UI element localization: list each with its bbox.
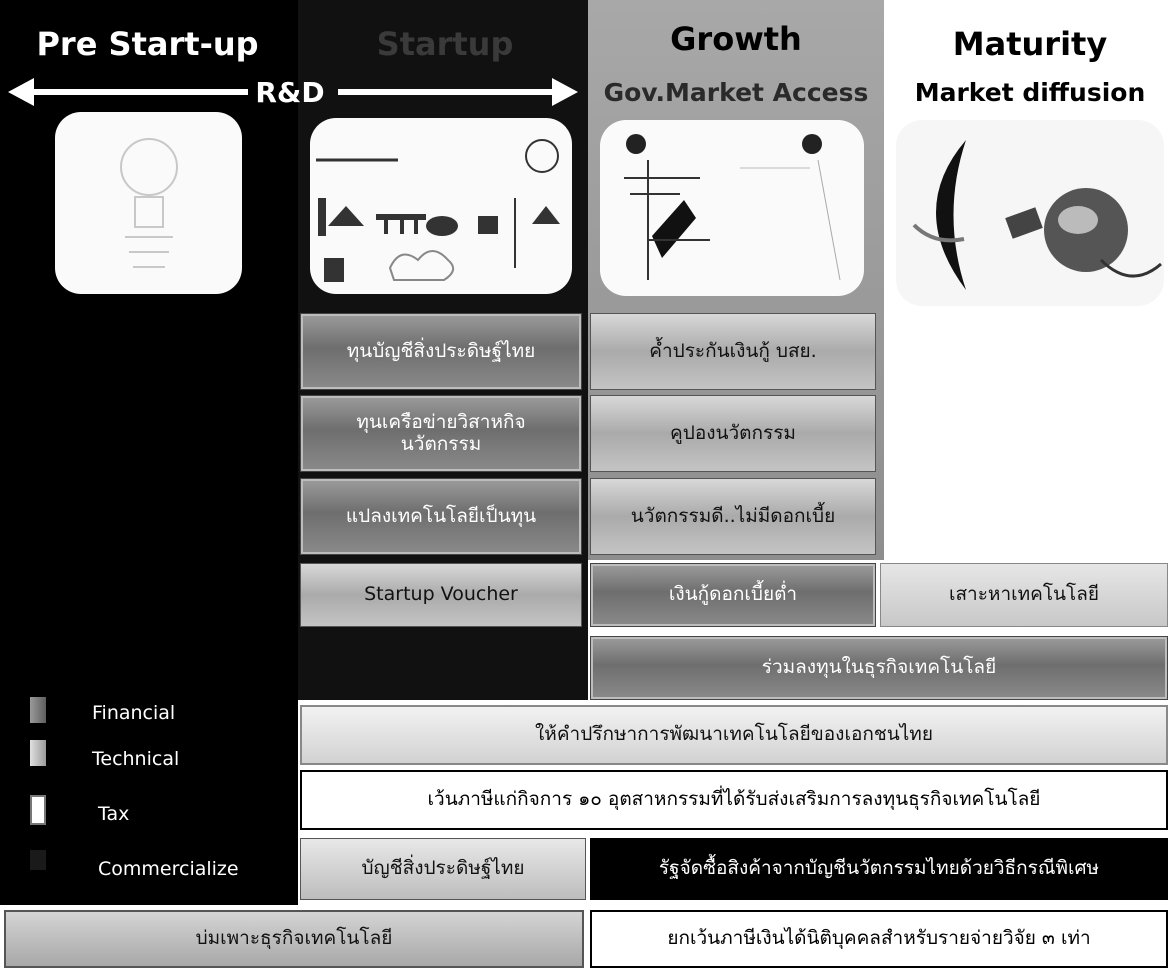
tax-legend-label: Tax [98, 803, 130, 825]
maturity-header: Maturity [952, 25, 1108, 63]
co-invest-band [298, 640, 588, 700]
financial-legend-label: Financial [92, 702, 176, 724]
patent-list-box: บัญชีสิ่งประดิษฐ์ไทย [300, 838, 586, 900]
financial-swatch [30, 697, 46, 723]
growth-header: Growth [670, 20, 802, 58]
patent-fund-box: ทุนบัญชีสิ่งประดิษฐ์ไทย [300, 313, 582, 390]
network-fund-label: ทุนเครือข่ายวิสาหกิจนวัตกรรม [356, 410, 526, 455]
rd-tax-box: ยกเว้นภาษีเงินได้นิติบุคคลสำหรับรายจ่ายว… [590, 910, 1168, 968]
technical-swatch [30, 740, 46, 766]
network-fund-box: ทุนเครือข่ายวิสาหกิจนวัตกรรม [300, 395, 582, 472]
pre-startup-header: Pre Start-up [36, 25, 259, 63]
pre-startup-illustration [55, 112, 242, 294]
innovation-coupon-box: คูปองนวัตกรรม [590, 395, 876, 472]
rd-double-arrow [8, 78, 578, 106]
rd-label: R&D [255, 76, 325, 109]
low-interest-box: เงินกู้ดอกเบี้ยต่ำ [590, 563, 876, 627]
startup-voucher-box: Startup Voucher [300, 563, 582, 627]
maturity-subheader: Market diffusion [914, 78, 1146, 107]
co-invest-box: ร่วมลงทุนในธุรกิจเทคโนโลยี [590, 636, 1168, 700]
tax-exempt-10-box: เว้นภาษีแก่กิจการ ๑๐ อุตสาหกรรมที่ได้รับ… [300, 770, 1168, 830]
zero-interest-box: นวัตกรรมดี..ไม่มีดอกเบี้ย [590, 478, 876, 555]
gov-procure-box: รัฐจัดซื้อสิงค้าจากบัญชีนวัตกรรมไทยด้วยว… [590, 838, 1168, 900]
growth-subheader: Gov.Market Access [603, 78, 869, 107]
startup-header: Startup [376, 25, 514, 63]
tech-capital-box: แปลงเทคโนโลยีเป็นทุน [300, 478, 582, 555]
maturity-illustration [896, 120, 1164, 306]
tech-search-box: เสาะหาเทคโนโลยี [880, 563, 1168, 627]
startup-illustration [310, 118, 572, 294]
tech-consult-box: ให้คำปรึกษาการพัฒนาเทคโนโลยีของเอกชนไทย [300, 705, 1168, 765]
growth-illustration [600, 120, 864, 296]
tax-swatch [30, 795, 46, 825]
incubation-box: บ่มเพาะธุรกิจเทคโนโลยี [4, 910, 584, 968]
technical-legend-label: Technical [92, 748, 180, 770]
commercialize-legend-label: Commercialize [98, 858, 239, 880]
loan-guarantee-box: ค้ำประกันเงินกู้ บสย. [590, 313, 876, 390]
commercialize-swatch [30, 850, 46, 870]
